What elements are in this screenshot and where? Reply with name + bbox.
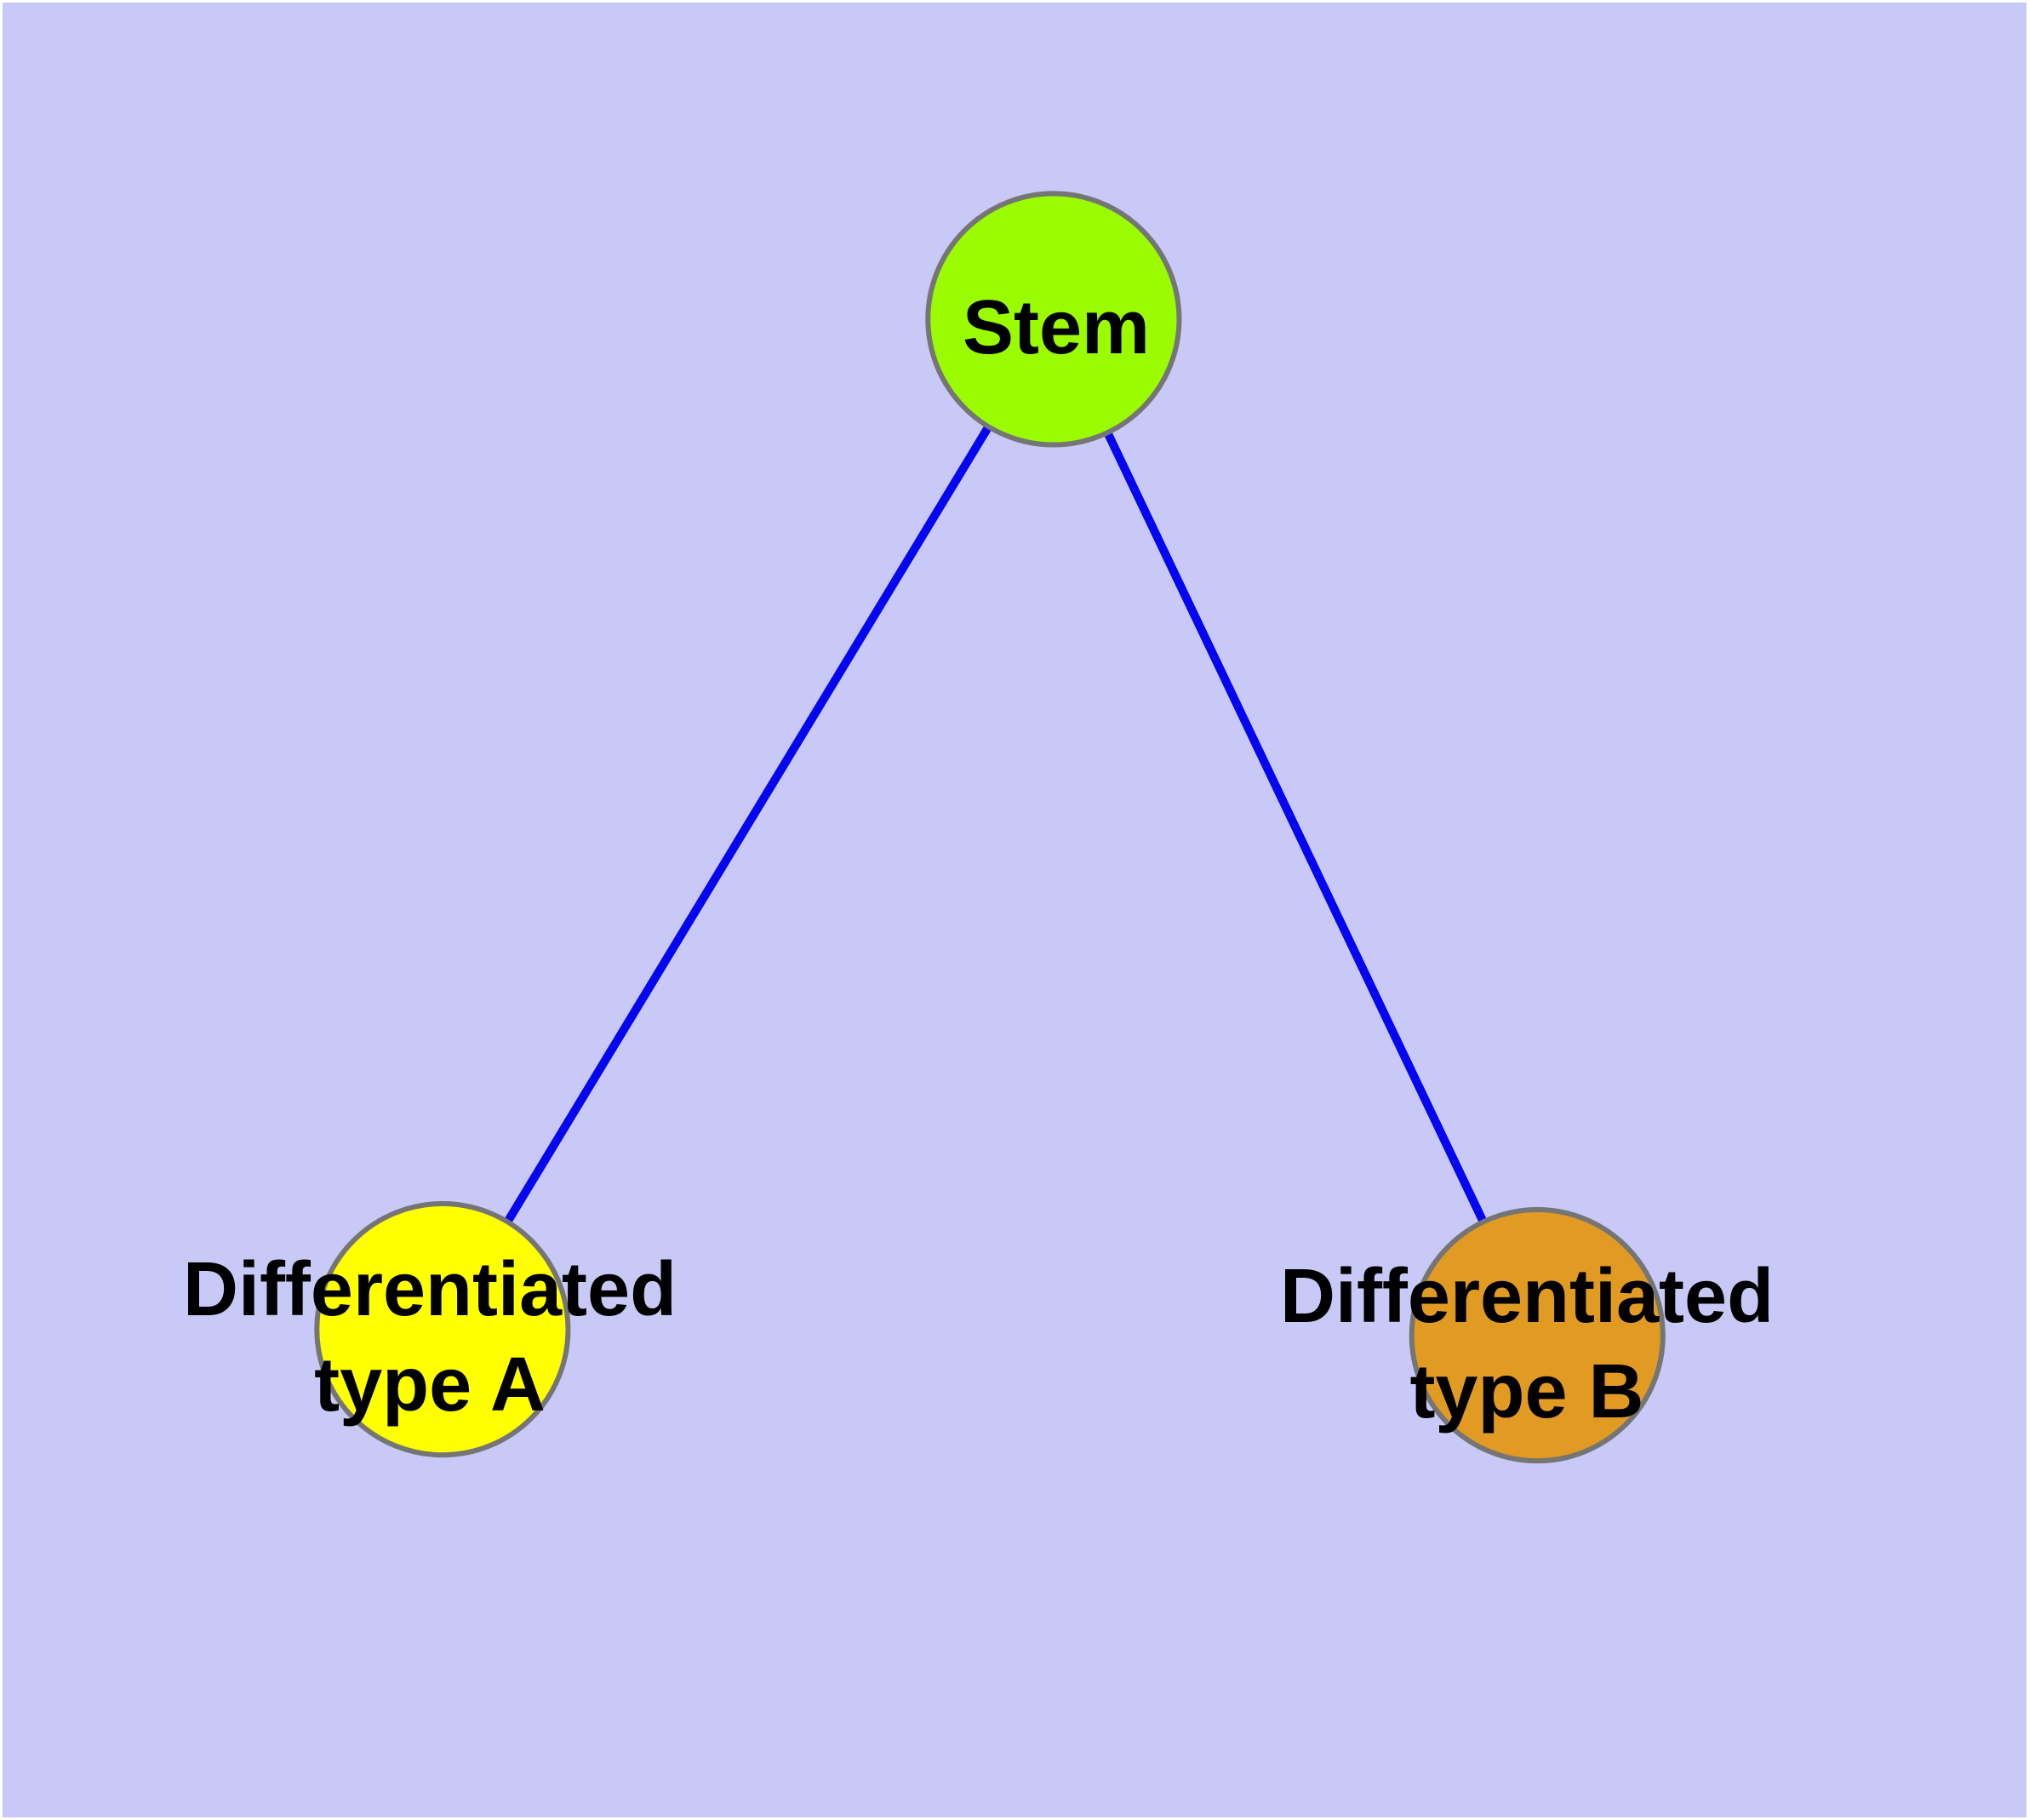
edge-stem-to-type-b — [1049, 317, 1541, 1337]
edge-stem-to-type-a — [438, 317, 1058, 1332]
graph-svg — [314, 191, 1666, 1464]
node-circle-type-b — [1409, 1207, 1666, 1464]
node-circle-stem — [925, 191, 1182, 448]
node-circle-type-a — [314, 1201, 571, 1458]
